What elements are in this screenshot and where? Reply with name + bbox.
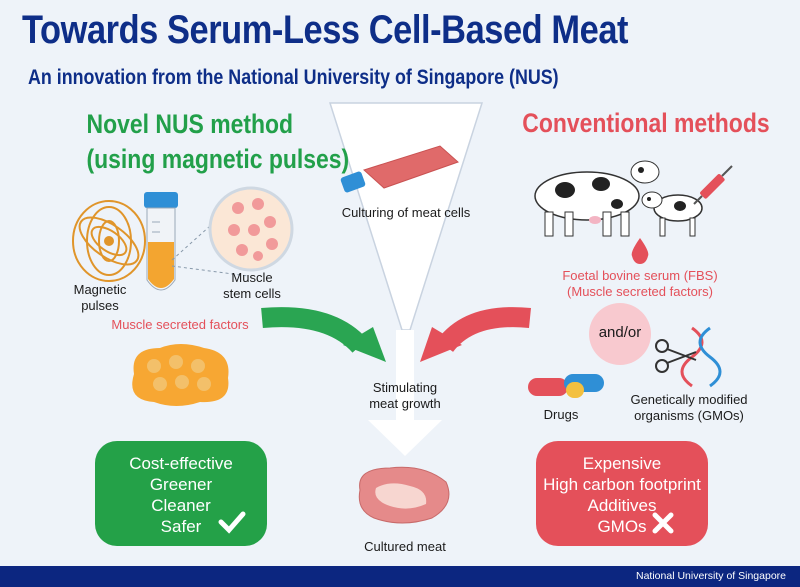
syringe-icon xyxy=(693,165,733,205)
benefit-item: Cleaner xyxy=(151,496,211,515)
magnetic-pulses-label: Magnetic pulses xyxy=(73,282,127,313)
benefit-item: Safer xyxy=(160,517,202,536)
dna-scissors-icon xyxy=(655,326,722,388)
secreted-factors-label: Muscle secreted factors xyxy=(111,317,249,332)
petri-flask-icon xyxy=(340,145,459,193)
page-subtitle: An innovation from the National Universi… xyxy=(28,66,559,89)
muscle-cells-icon xyxy=(208,186,294,272)
novel-method-heading: Novel NUS method (using magnetic pulses) xyxy=(86,109,350,174)
pill-icon xyxy=(528,374,604,398)
secreted-factors-blob-icon xyxy=(132,344,229,406)
cross-icon xyxy=(652,512,674,534)
blood-drop-icon xyxy=(631,238,649,264)
test-tube-icon xyxy=(144,192,178,291)
fbs-label: Foetal bovine serum (FBS) (Muscle secret… xyxy=(562,268,718,299)
drawback-item: Expensive xyxy=(582,454,662,473)
muscle-stem-cells-label: Muscle stem cells xyxy=(223,270,281,301)
drawback-item: Additives xyxy=(587,496,657,515)
stimulating-label: Stimulating meat growth xyxy=(369,380,441,411)
cultured-meat-label: Cultured meat xyxy=(364,539,446,554)
checkmark-icon xyxy=(218,511,246,534)
green-arrow-body xyxy=(261,307,368,353)
conventional-methods-heading: Conventional methods xyxy=(522,108,770,138)
footer-text: National University of Singapore xyxy=(636,570,786,582)
cow-icon xyxy=(534,160,660,237)
red-arrow-body xyxy=(436,307,531,353)
down-arrow-head xyxy=(368,420,442,456)
calf-icon xyxy=(641,191,703,237)
andor-circle xyxy=(589,303,651,365)
culturing-label: Culturing of meat cells xyxy=(341,205,471,220)
red-arrow-head xyxy=(420,327,462,362)
andor-label: and/or xyxy=(598,324,642,341)
drawback-item: High carbon footprint xyxy=(543,475,701,494)
footer-bar xyxy=(0,566,800,587)
magnetic-coil-icon xyxy=(72,200,146,282)
drawbacks-box: Expensive High carbon footprint Additive… xyxy=(536,441,708,546)
gmo-label: Genetically modified organisms (GMOs) xyxy=(630,392,748,423)
benefits-box: Cost-effective Greener Cleaner Safer xyxy=(95,441,267,546)
page-title: Towards Serum-Less Cell-Based Meat xyxy=(22,8,629,52)
drugs-label: Drugs xyxy=(543,407,579,422)
benefit-item: Cost-effective xyxy=(129,454,233,473)
drawback-item: GMOs xyxy=(597,517,647,536)
green-arrow-head xyxy=(343,327,386,362)
funnel-stem xyxy=(396,330,414,422)
benefit-item: Greener xyxy=(149,475,213,494)
meat-steak-icon xyxy=(358,466,450,524)
